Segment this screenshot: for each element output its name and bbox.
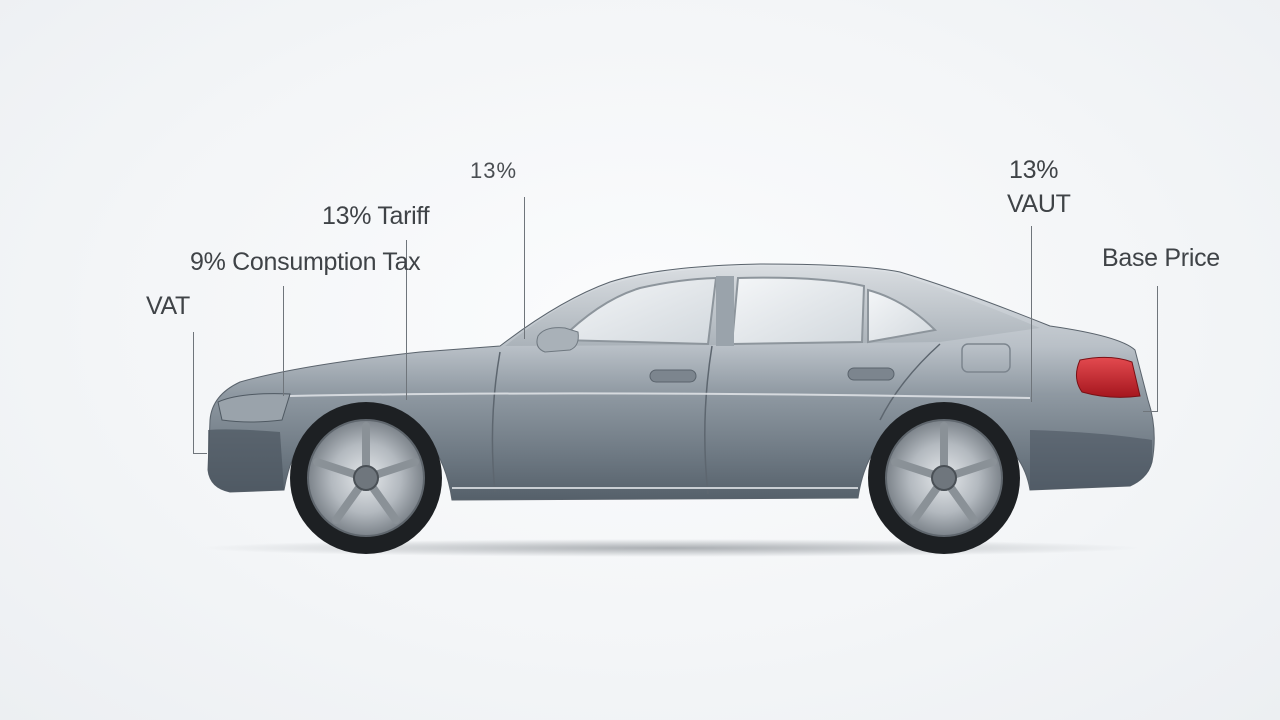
leader-line-base-price — [1157, 286, 1158, 412]
side-mirror — [536, 327, 579, 353]
front-wheel — [290, 402, 442, 554]
headlight — [217, 393, 291, 423]
rear-window — [730, 276, 866, 346]
label-base-price: Base Price — [1102, 244, 1220, 272]
label-consumption-tax: 9% Consumption Tax — [190, 248, 421, 276]
leader-line-vat-left-foot — [193, 453, 207, 454]
leader-line-consumption-tax — [283, 286, 284, 396]
label-garbled-top: 13% — [470, 158, 518, 183]
b-pillar — [716, 276, 734, 346]
leader-line-base-price-foot — [1143, 411, 1158, 412]
label-vat-left: VAT — [146, 292, 191, 320]
ground-shadow — [200, 539, 1140, 557]
leader-line-vat-left — [193, 332, 194, 454]
leader-line-tariff — [406, 240, 407, 400]
label-vat-right: VAUT — [1007, 190, 1071, 218]
front-bumper — [208, 429, 284, 492]
rear-door-handle — [847, 367, 895, 381]
label-tariff: 13% Tariff — [322, 202, 430, 230]
door-seam-middle — [704, 345, 713, 495]
door-seam-rear — [879, 343, 941, 421]
leader-line-garbled-top — [524, 197, 525, 339]
quarter-window — [867, 288, 938, 344]
front-door-handle — [649, 369, 697, 383]
label-vat-right-rate: 13% — [1009, 156, 1059, 184]
door-seam-front — [491, 351, 501, 493]
fuel-door — [961, 343, 1011, 373]
shoulder-line — [289, 392, 1031, 399]
rear-bumper — [1030, 430, 1152, 490]
front-window — [557, 276, 718, 346]
taillight — [1076, 356, 1141, 398]
leader-line-vat-right — [1031, 226, 1032, 402]
rear-wheel — [868, 402, 1020, 554]
